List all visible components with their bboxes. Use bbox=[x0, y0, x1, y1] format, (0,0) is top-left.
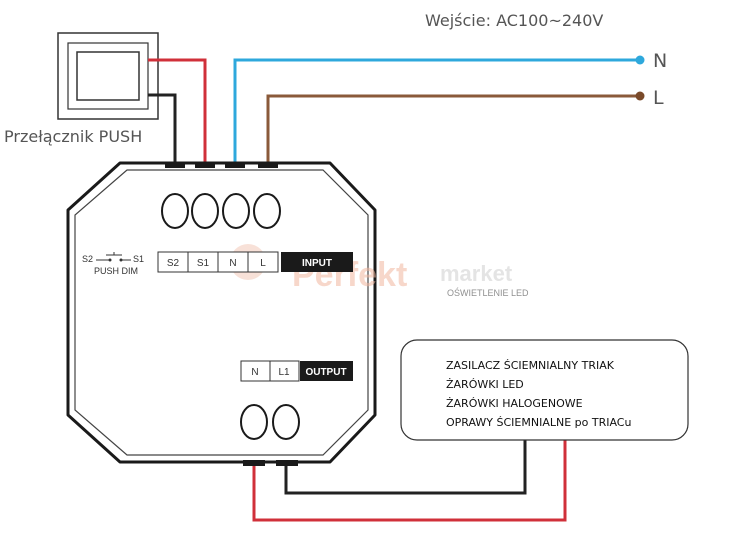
l-terminal-dot bbox=[635, 91, 645, 101]
switch-label: Przełącznik PUSH bbox=[4, 127, 142, 146]
load-line-3: ŻARÓWKI HALOGENOWE bbox=[446, 397, 583, 410]
wire-l bbox=[266, 91, 645, 168]
input-voltage-label: Wejście: AC100~240V bbox=[425, 11, 603, 30]
input-title: INPUT bbox=[302, 258, 332, 269]
watermark-brand-b: market bbox=[440, 261, 513, 286]
push-switch-symbol: S2 S1 PUSH DIM bbox=[82, 252, 144, 276]
l-line-label: L bbox=[653, 87, 664, 109]
output-terminal-n: N bbox=[251, 367, 258, 378]
wire-output-n bbox=[284, 440, 527, 495]
wire-output-l1 bbox=[252, 440, 567, 522]
input-terminal-strip: S2 S1 N L INPUT bbox=[157, 251, 353, 273]
push-switch bbox=[57, 32, 159, 120]
symbol-s1-label: S1 bbox=[133, 254, 144, 264]
n-terminal-dot bbox=[635, 55, 645, 65]
output-terminal-l1: L1 bbox=[278, 367, 290, 378]
load-line-2: ŻARÓWKI LED bbox=[446, 378, 524, 391]
n-line-label: N bbox=[653, 50, 667, 72]
input-terminal-s1: S1 bbox=[197, 258, 210, 269]
output-terminal-strip: N L1 OUTPUT bbox=[240, 360, 353, 382]
load-line-4: OPRAWY ŚCIEMNIALNE po TRIACu bbox=[446, 416, 631, 429]
input-terminal-l: L bbox=[260, 258, 266, 269]
symbol-caption: PUSH DIM bbox=[94, 266, 138, 276]
wire-switch-s1 bbox=[148, 58, 207, 168]
dimmer-module bbox=[66, 161, 377, 466]
wire-switch-s2 bbox=[148, 93, 177, 168]
load-box: ZASILACZ ŚCIEMNIALNY TRIAK ŻARÓWKI LED Ż… bbox=[400, 339, 689, 441]
input-terminal-n: N bbox=[229, 258, 236, 269]
output-title: OUTPUT bbox=[305, 367, 346, 378]
wire-n bbox=[233, 55, 645, 168]
watermark-tagline: OŚWIETLENIE LED bbox=[447, 287, 529, 298]
load-line-1: ZASILACZ ŚCIEMNIALNY TRIAK bbox=[446, 359, 615, 372]
input-terminal-s2: S2 bbox=[167, 258, 180, 269]
symbol-s2-label: S2 bbox=[82, 254, 93, 264]
